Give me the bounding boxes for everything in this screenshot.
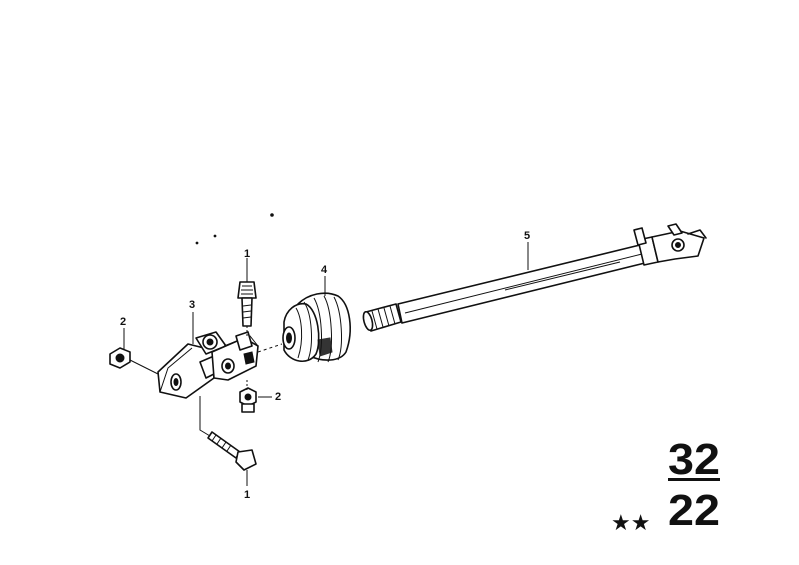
bolt-top — [237, 268, 257, 336]
callout-boot: 4 — [321, 264, 328, 276]
group-number: 32 22 ★★ — [611, 435, 720, 536]
group-stars: ★★ — [611, 511, 650, 536]
callout-shaft: 5 — [524, 230, 530, 242]
specks — [195, 213, 274, 245]
group-bottom: 22 — [668, 486, 720, 535]
group-top: 32 — [668, 435, 720, 484]
callout-bolt-top: 1 — [244, 248, 250, 260]
rubber-boot — [282, 292, 351, 363]
nut-right — [239, 380, 257, 413]
callout-universal-joint: 3 — [189, 299, 195, 311]
steering-shaft — [362, 223, 707, 332]
bolt-bottom — [199, 396, 257, 471]
callout-nut-left: 2 — [120, 316, 126, 328]
group-divider — [668, 478, 720, 481]
universal-joint — [157, 331, 283, 399]
nut-left — [109, 347, 159, 375]
callout-bolt-bottom: 1 — [244, 489, 250, 501]
leader-lines — [123, 242, 529, 486]
callout-nut-right: 2 — [275, 391, 281, 403]
